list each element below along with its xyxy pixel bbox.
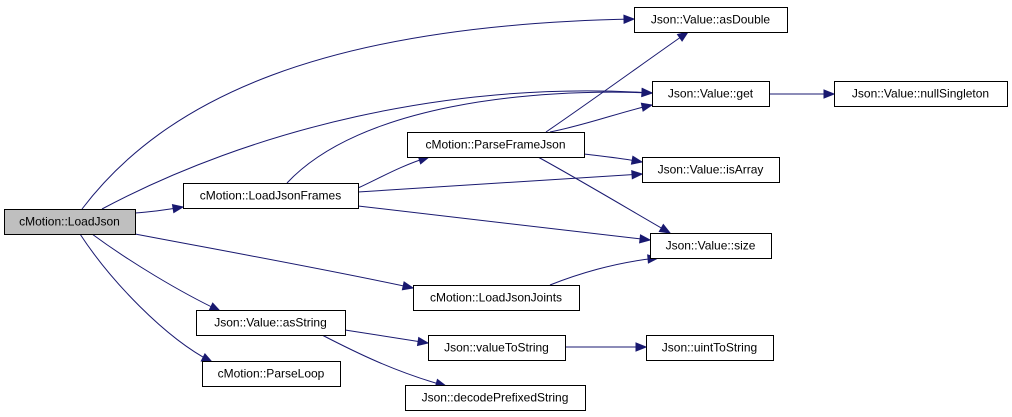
node-label-asdouble: Json::Value::asDouble (651, 13, 771, 27)
arrowhead-loadjsonframes-to-isarray (631, 170, 644, 180)
node-loadjsonjoints[interactable]: cMotion::LoadJsonJoints (413, 285, 580, 311)
node-label-asstring: Json::Value::asString (214, 316, 327, 330)
node-size[interactable]: Json::Value::size (650, 233, 772, 259)
node-decodeprefixed[interactable]: Json::decodePrefixedString (405, 385, 586, 411)
node-box-valuetostring (428, 335, 566, 361)
arrowhead-loadjson-to-parseloop (200, 353, 214, 363)
edge-loadjsonframes-to-parseframejson (357, 156, 430, 189)
call-edges (79, 14, 836, 388)
node-parseframejson[interactable]: cMotion::ParseFrameJson (407, 132, 585, 158)
node-box-loadjsonframes (183, 183, 359, 209)
node-box-loadjson (4, 209, 136, 235)
node-label-uinttostring: Json::uintToString (662, 341, 757, 355)
edge-loadjson-to-asstring (91, 233, 221, 312)
node-box-parseloop (202, 361, 341, 387)
node-box-isarray (642, 157, 780, 183)
arrowhead-loadjson-to-asstring (208, 302, 222, 312)
node-label-isarray: Json::Value::isArray (658, 163, 764, 177)
node-label-loadjsonjoints: cMotion::LoadJsonJoints (430, 291, 562, 305)
node-box-get (652, 81, 770, 107)
arrowhead-asstring-to-valuetostring (416, 336, 430, 347)
node-box-size (650, 233, 772, 259)
edge-asstring-to-decodeprefixed (321, 334, 447, 387)
edge-loadjson-to-get (101, 90, 653, 210)
edge-asstring-to-valuetostring (344, 329, 429, 344)
arrowhead-parseframejson-to-get (640, 102, 654, 112)
node-isarray[interactable]: Json::Value::isArray (642, 157, 780, 183)
node-box-asstring (196, 310, 346, 336)
node-loadjsonframes[interactable]: cMotion::LoadJsonFrames (183, 183, 359, 209)
edge-loadjsonframes-to-get (286, 91, 653, 184)
node-label-get: Json::Value::get (668, 87, 754, 101)
node-label-loadjson: cMotion::LoadJson (19, 215, 120, 229)
arrowhead-parseframejson-to-isarray (630, 155, 644, 165)
edge-loadjson-to-loadjsonjoints (134, 233, 414, 289)
node-uinttostring[interactable]: Json::uintToString (646, 335, 774, 361)
arrowhead-loadjson-to-loadjsonframes (171, 204, 185, 214)
edge-loadjsonjoints-to-size (549, 257, 659, 286)
edge-loadjson-to-asdouble (81, 18, 635, 210)
node-box-nullsingleton (834, 81, 1008, 107)
edge-parseframejson-to-size (537, 156, 671, 234)
node-label-valuetostring: Json::valueToString (444, 341, 549, 355)
edge-loadjsonframes-to-isarray (357, 173, 643, 193)
arrowhead-loadjsonframes-to-size (639, 234, 652, 244)
edge-parseframejson-to-asdouble (545, 31, 689, 133)
node-asstring[interactable]: Json::Value::asString (196, 310, 346, 336)
node-parseloop[interactable]: cMotion::ParseLoop (202, 361, 341, 387)
node-valuetostring[interactable]: Json::valueToString (428, 335, 566, 361)
node-loadjson[interactable]: cMotion::LoadJson (4, 209, 136, 235)
arrowhead-get-to-nullsingleton (823, 89, 836, 99)
arrowhead-loadjson-to-asdouble (623, 14, 636, 24)
node-label-decodeprefixed: Json::decodePrefixedString (422, 391, 569, 405)
node-asdouble[interactable]: Json::Value::asDouble (634, 7, 788, 33)
node-label-loadjsonframes: cMotion::LoadJsonFrames (200, 189, 341, 203)
arrowhead-loadjson-to-loadjsonjoints (401, 281, 415, 291)
node-box-asdouble (634, 7, 788, 33)
node-label-nullsingleton: Json::Value::nullSingleton (852, 87, 989, 101)
node-label-parseloop: cMotion::ParseLoop (218, 367, 325, 381)
call-nodes: cMotion::LoadJson cMotion::LoadJsonFrames… (4, 7, 1008, 411)
node-box-parseframejson (407, 132, 585, 158)
node-box-uinttostring (646, 335, 774, 361)
arrowhead-valuetostring-to-uinttostring (635, 342, 648, 352)
arrowhead-parseframejson-to-asdouble (676, 31, 690, 42)
arrowhead-parseframejson-to-size (658, 223, 672, 234)
node-box-decodeprefixed (405, 385, 586, 411)
node-box-loadjsonjoints (413, 285, 580, 311)
node-nullsingleton[interactable]: Json::Value::nullSingleton (834, 81, 1008, 107)
node-get[interactable]: Json::Value::get (652, 81, 770, 107)
arrowhead-loadjsonframes-to-get (641, 87, 654, 98)
node-label-parseframejson: cMotion::ParseFrameJson (425, 138, 565, 152)
node-label-size: Json::Value::size (666, 239, 756, 253)
edge-loadjson-to-parseloop (79, 233, 213, 363)
edge-loadjsonframes-to-size (357, 205, 651, 241)
